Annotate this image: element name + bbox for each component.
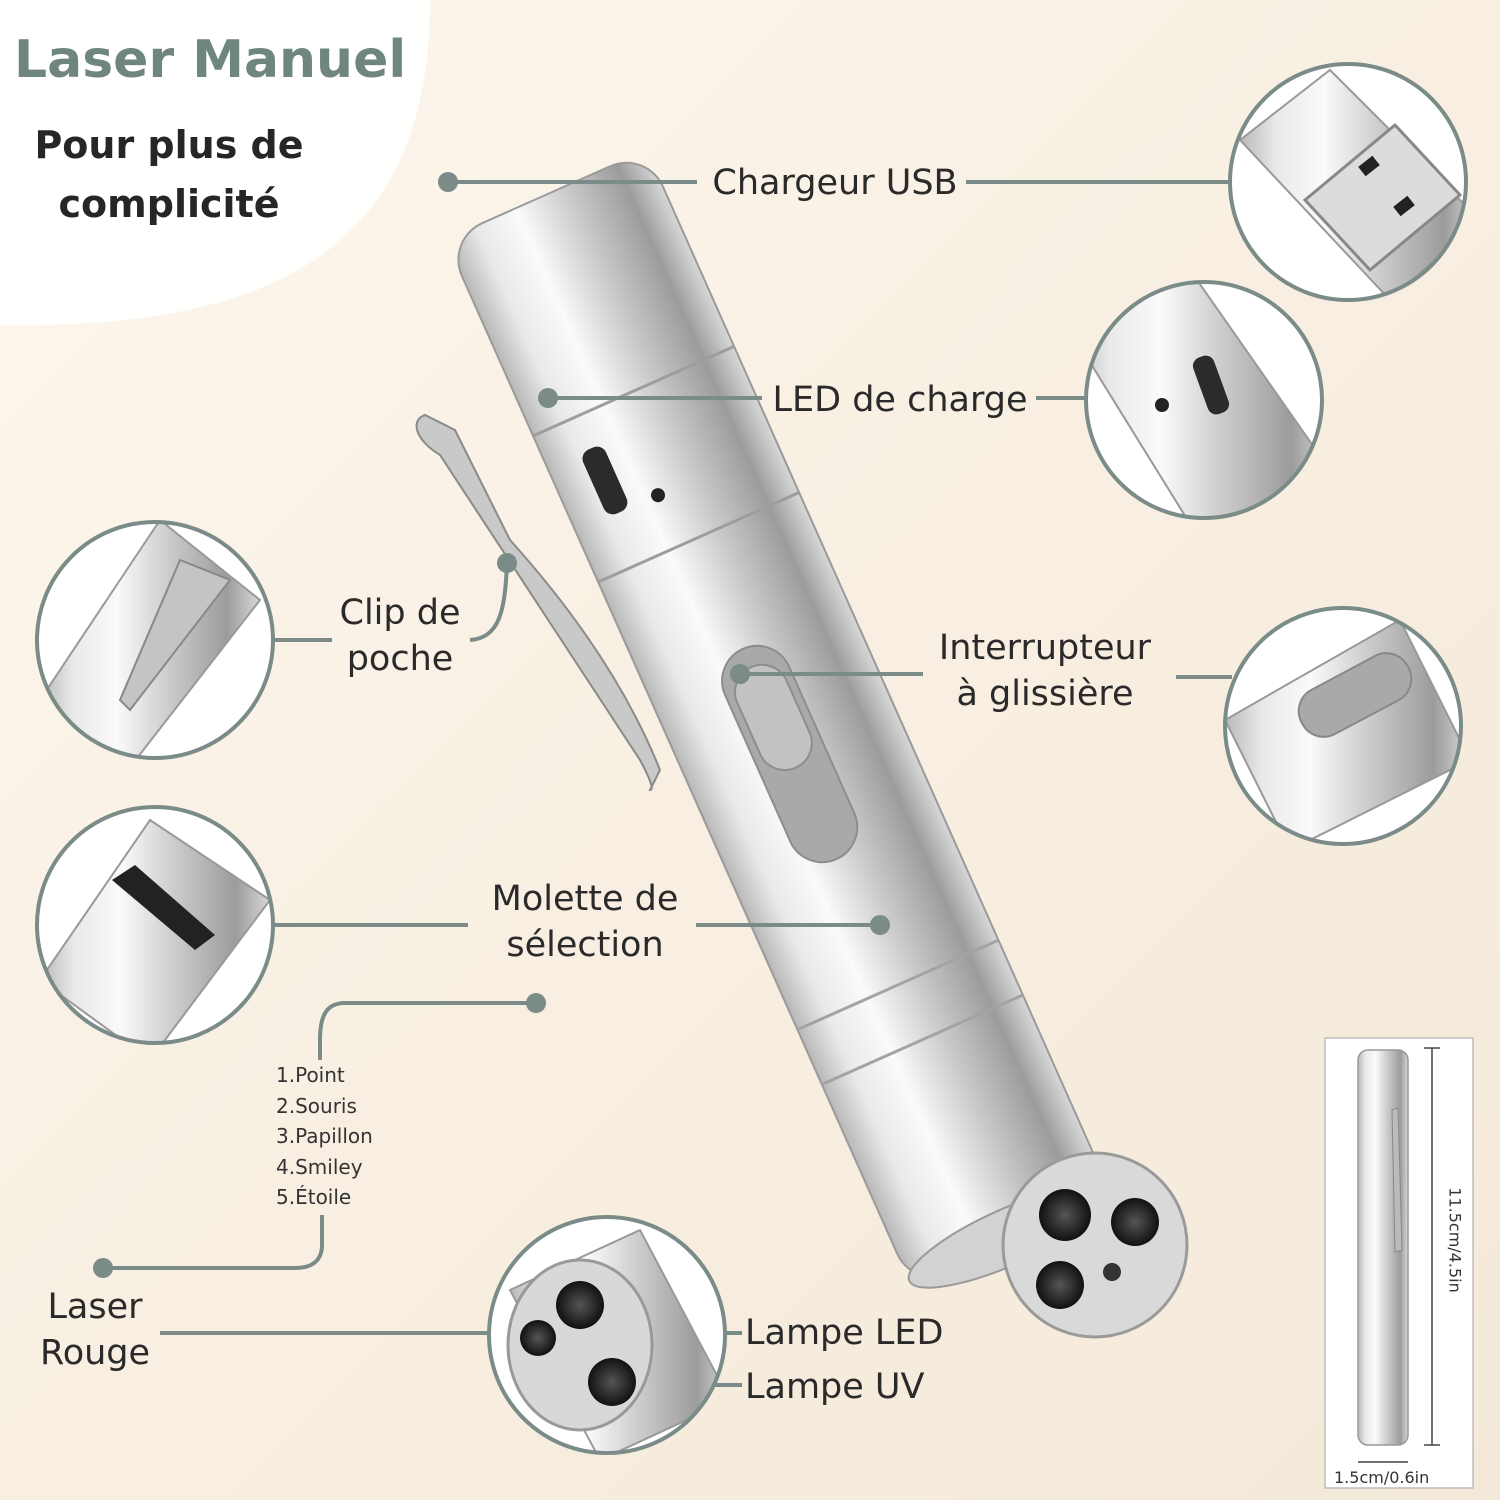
pocket-clip xyxy=(415,413,662,792)
list-item: 2.Souris xyxy=(276,1093,357,1118)
laser-mode-list: 1.Point 2.Souris 3.Papillon 4.Smiley 5.É… xyxy=(276,1060,373,1213)
list-item: 3.Papillon xyxy=(276,1124,373,1148)
dimension-width: 1.5cm/0.6in xyxy=(1334,1468,1430,1487)
label-red-laser: Laser Rouge xyxy=(39,1287,151,1374)
label-slide-switch: Interrupteur à glissière xyxy=(938,628,1152,715)
label-led-lamp: Lampe LED xyxy=(745,1313,944,1353)
page-title: Laser Manuel xyxy=(14,30,407,90)
label-usb-charger: Chargeur USB xyxy=(712,163,958,203)
zoom-clip xyxy=(35,520,275,760)
page-subtitle: Pour plus de complicité xyxy=(34,123,304,226)
label-charge-led: LED de charge xyxy=(772,380,1028,420)
label-pocket-clip: Clip de poche xyxy=(339,593,461,680)
zoom-switch xyxy=(1223,606,1463,846)
zoom-led-charge xyxy=(1084,280,1324,520)
zoom-head xyxy=(487,1215,727,1455)
zoom-wheel xyxy=(35,805,275,1045)
callout-lines xyxy=(103,180,1232,1387)
dimension-thumbnail xyxy=(1324,1037,1474,1489)
label-selection-wheel: Molette de sélection xyxy=(491,879,679,966)
zoom-usb xyxy=(1228,62,1468,302)
dimension-length: 11.5cm/4.5in xyxy=(1445,1187,1465,1293)
laser-head-face xyxy=(1001,1151,1189,1339)
list-item: 4.Smiley xyxy=(276,1154,363,1179)
list-item: 5.Étoile xyxy=(276,1185,352,1209)
label-uv-lamp: Lampe UV xyxy=(745,1367,925,1407)
laser-pen-main xyxy=(457,161,1112,1289)
corner-blob xyxy=(0,0,430,326)
list-item: 1.Point xyxy=(276,1063,345,1087)
